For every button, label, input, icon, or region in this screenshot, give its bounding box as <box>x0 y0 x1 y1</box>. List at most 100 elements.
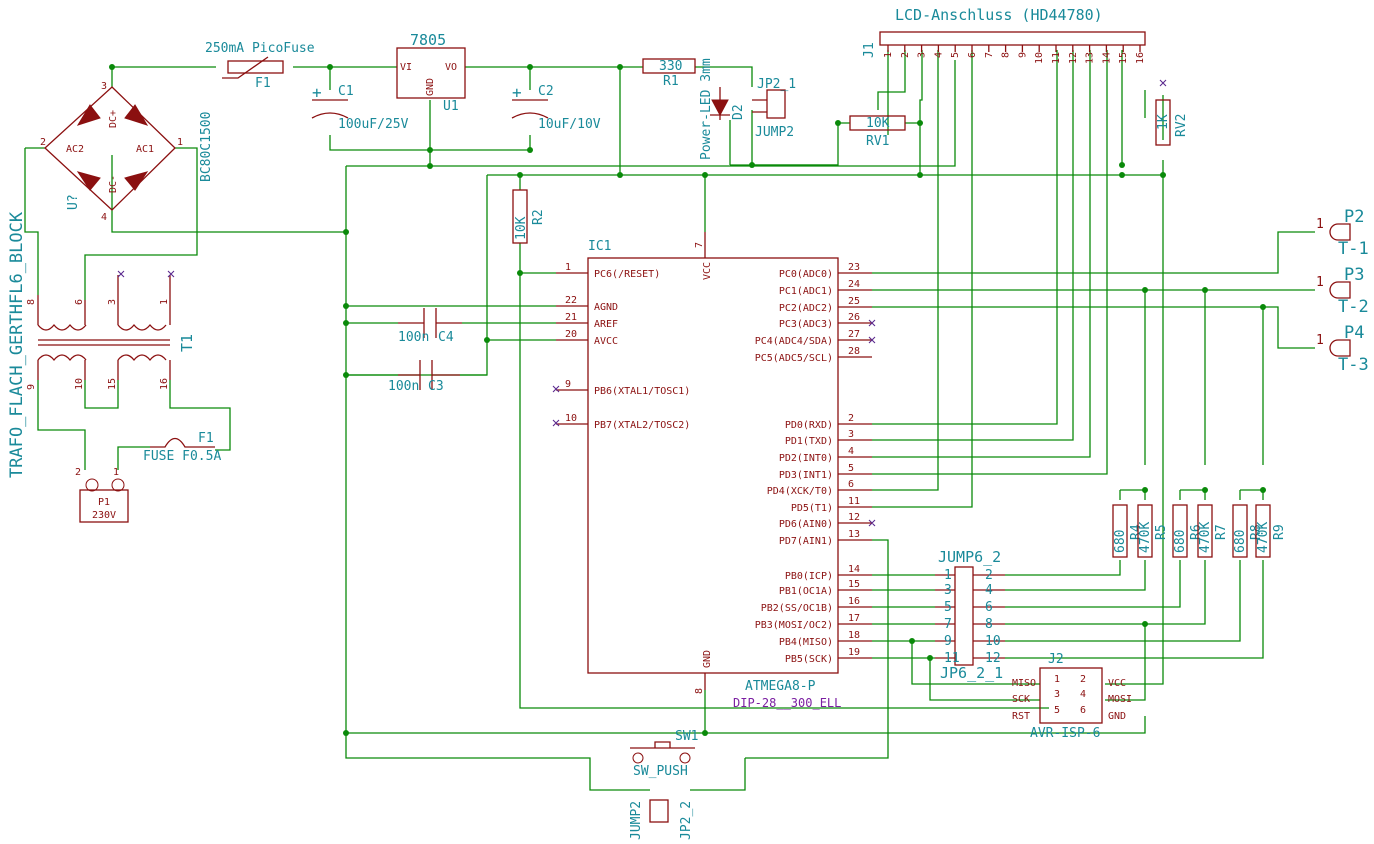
reg-value: 7805 <box>410 31 446 49</box>
svg-text:330: 330 <box>659 59 682 74</box>
resistor-ref: R6 <box>1189 524 1204 540</box>
lcd-pin-number: 7 <box>984 52 995 58</box>
svg-text:10: 10 <box>74 378 85 390</box>
svg-text:100n: 100n <box>398 330 429 345</box>
svg-text:100uF/25V: 100uF/25V <box>338 117 409 132</box>
resistor-value: 470K <box>1198 522 1213 553</box>
svg-text:TRAFO_FLACH_GERTHFL6_BLOCK: TRAFO_FLACH_GERTHFL6_BLOCK <box>7 211 27 478</box>
svg-text:C1: C1 <box>338 84 354 99</box>
mcu-pin-name: PB0(ICP) <box>785 571 833 582</box>
resistor-ref: R9 <box>1272 524 1287 540</box>
lcd-title: LCD-Anschluss (HD44780) <box>895 6 1103 24</box>
svg-text:+: + <box>312 83 322 102</box>
lcd-header-body <box>879 31 1146 46</box>
resistor-ref: R7 <box>1214 524 1229 540</box>
svg-text:JP2_1: JP2_1 <box>757 77 796 92</box>
svg-text:DC+: DC+ <box>108 110 119 128</box>
isp-connector-j2: J2 AVR-ISP-6 MISO SCK RST VCC MOSI GND 1… <box>1012 652 1132 741</box>
svg-text:Power-LED 3mm: Power-LED 3mm <box>699 58 714 160</box>
svg-text:C2: C2 <box>538 84 554 99</box>
lcd-pin-number: 4 <box>933 52 944 58</box>
mcu-pin-number: 17 <box>848 613 860 624</box>
resistor-value: 470K <box>1256 522 1271 553</box>
mcu-pin-number: 12 <box>848 512 860 523</box>
capacitor-c3: 100n C3 <box>388 360 460 394</box>
jump6-pin-number: 2 <box>985 568 993 583</box>
jump6-pin-number: 11 <box>944 651 960 666</box>
sensor-pin-number: 1 <box>1316 333 1324 348</box>
svg-text:GND: GND <box>425 78 436 96</box>
resistor-r2: 10K R2 <box>512 189 546 244</box>
mcu-body <box>587 257 839 674</box>
rv1: 10K RV1 <box>849 115 906 149</box>
svg-text:3: 3 <box>101 81 107 92</box>
mcu-vcc-label: VCC <box>702 262 713 280</box>
mcu-pin-name: PC5(ADC5/SCL) <box>755 353 833 364</box>
mcu-pin-number: 4 <box>848 446 854 457</box>
jump6-pin-number: 9 <box>944 634 952 649</box>
lcd-pin-number: 1 <box>883 52 894 58</box>
mcu-pin-number: 24 <box>848 279 860 290</box>
svg-text:100n: 100n <box>388 379 419 394</box>
lcd-pin-number: 11 <box>1051 52 1062 64</box>
svg-text:6: 6 <box>1080 705 1086 716</box>
svg-text:SW_PUSH: SW_PUSH <box>633 764 688 779</box>
mcu-pin-number: 25 <box>848 296 860 307</box>
mcu-pin-name: PB5(SCK) <box>785 654 833 665</box>
sensor-ref: P3 <box>1344 265 1364 285</box>
svg-text:9: 9 <box>26 384 37 390</box>
lcd-pin-number: 15 <box>1118 52 1129 64</box>
svg-text:JP2_2: JP2_2 <box>679 801 694 840</box>
svg-text:6: 6 <box>74 299 85 305</box>
svg-text:D2: D2 <box>731 104 746 120</box>
jumper-jp2-1: JP2_1 JUMP2 <box>752 77 796 140</box>
no-connect-marks <box>117 79 1167 527</box>
svg-text:4: 4 <box>1080 689 1086 700</box>
jumper-jp2-2: JUMP2 JP2_2 <box>629 799 694 840</box>
svg-text:JUMP2: JUMP2 <box>629 801 644 840</box>
mcu-pin-name: AVCC <box>594 336 618 347</box>
lcd-pin-number: 3 <box>917 52 928 58</box>
svg-text:AC2: AC2 <box>66 144 84 155</box>
jump6-pin-number: 12 <box>985 651 1001 666</box>
power-led-d2: D2 Power-LED 3mm <box>699 58 746 160</box>
svg-text:VCC: VCC <box>1108 678 1126 689</box>
mcu-pin-number: 2 <box>848 413 854 424</box>
mcu-pin-number: 18 <box>848 630 860 641</box>
mcu-right-pins: 23PC0(ADC0)24PC1(ADC1)25PC2(ADC2)26PC3(A… <box>755 262 872 665</box>
svg-text:230V: 230V <box>92 510 116 521</box>
svg-text:FUSE F0.5A: FUSE F0.5A <box>143 449 221 464</box>
svg-text:P1: P1 <box>98 497 110 508</box>
svg-text:AC1: AC1 <box>136 144 154 155</box>
regulator-u1: 7805 VI VO GND U1 <box>396 31 466 114</box>
svg-text:10K: 10K <box>866 116 890 131</box>
capacitor-c2: + C2 10uF/10V <box>511 83 601 132</box>
svg-text:J2: J2 <box>1048 652 1064 667</box>
mcu-pin-name: PB4(MISO) <box>779 637 833 648</box>
capacitor-c1: + C1 100uF/25V <box>311 83 409 132</box>
mcu-pin-number: 14 <box>848 564 860 575</box>
lcd-pin-number: 16 <box>1135 52 1146 64</box>
sensor-plug <box>1329 339 1351 357</box>
svg-text:SW1: SW1 <box>675 729 698 744</box>
jump6-pin-number: 10 <box>985 634 1001 649</box>
svg-text:+: + <box>512 83 522 102</box>
mcu-pin-name: PC2(ADC2) <box>779 303 833 314</box>
svg-text:5: 5 <box>1054 705 1060 716</box>
resistor-value: 680 <box>1113 530 1128 553</box>
svg-text:2: 2 <box>1080 674 1086 685</box>
lcd-pin-number: 9 <box>1017 52 1028 58</box>
svg-text:10K: 10K <box>514 216 529 240</box>
jump6-pin-number: 3 <box>944 583 952 598</box>
mcu-pin-number: 27 <box>848 329 860 340</box>
mcu-pin-name: PD7(AIN1) <box>779 536 833 547</box>
svg-text:RST: RST <box>1012 711 1030 722</box>
sensor-pin-number: 1 <box>1316 275 1324 290</box>
mcu-pin-number: 3 <box>848 429 854 440</box>
lcd-pin-number: 12 <box>1068 52 1079 64</box>
